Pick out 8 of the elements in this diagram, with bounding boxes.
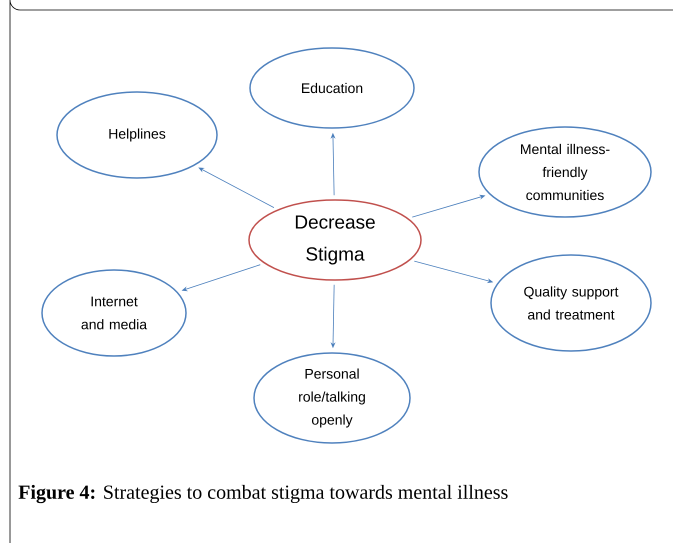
ellipse-node: Mental illness-friendly communities	[478, 126, 652, 218]
ellipse-node: Decrease Stigma	[248, 199, 422, 281]
ellipse-node: Quality support and treatment	[490, 254, 652, 352]
ellipse-node: Helplines	[56, 91, 218, 179]
ellipse-node: Personal role/talking openly	[253, 352, 411, 444]
figure-caption: Figure 4: Strategies to combat stigma towards mental illness	[18, 484, 508, 504]
ellipse-node: Internet and media	[41, 269, 187, 357]
ellipse-node: Education	[249, 47, 415, 129]
